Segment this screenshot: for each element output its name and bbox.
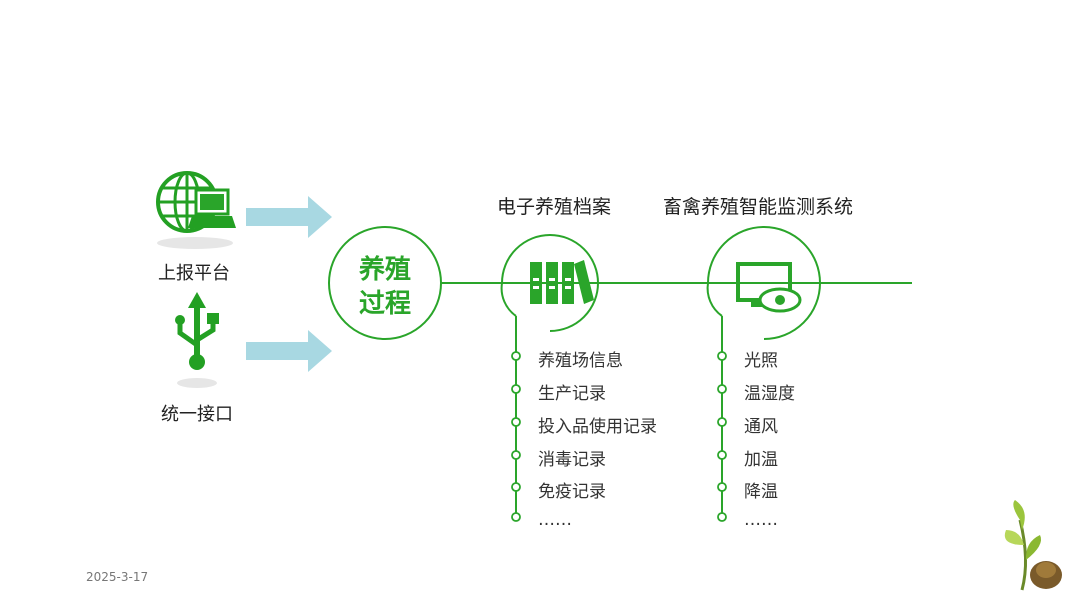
monitor-item: 降温 [744,482,778,502]
interface-label: 统一接口 [161,404,233,425]
globe-laptop-icon [156,171,236,249]
arrow-icon [246,330,332,372]
archive-item: 免疫记录 [538,482,606,502]
archive-item: 养殖场信息 [538,351,623,371]
monitor-item: 光照 [744,351,778,371]
slide-date: 2025-3-17 [86,570,149,584]
monitor-item: 加温 [744,450,778,470]
archive-item: 生产记录 [538,384,606,404]
archive-title: 电子养殖档案 [497,196,612,218]
books-icon [530,260,594,304]
monitor-item: 温湿度 [744,384,795,404]
archive-item: …… [538,510,572,530]
archive-item: 投入品使用记录 [538,417,657,437]
archive-bullets [511,351,521,522]
process-line-2: 过程 [358,289,411,319]
plant-decoration [1004,500,1062,591]
monitor-item: …… [744,510,778,530]
process-line-1: 养殖 [358,255,411,285]
monitor-bullets [717,351,727,522]
monitor-title: 畜禽养殖智能监测系统 [663,196,854,218]
arrow-icon [246,196,332,238]
monitor-item: 通风 [744,417,778,437]
process-circle [328,226,442,340]
usb-icon [175,292,219,388]
monitor-node [706,226,821,516]
platform-label: 上报平台 [158,263,230,284]
archive-item: 消毒记录 [538,450,606,470]
monitor-eye-icon [736,262,802,313]
process-circle-text: 养殖 过程 [330,232,440,342]
